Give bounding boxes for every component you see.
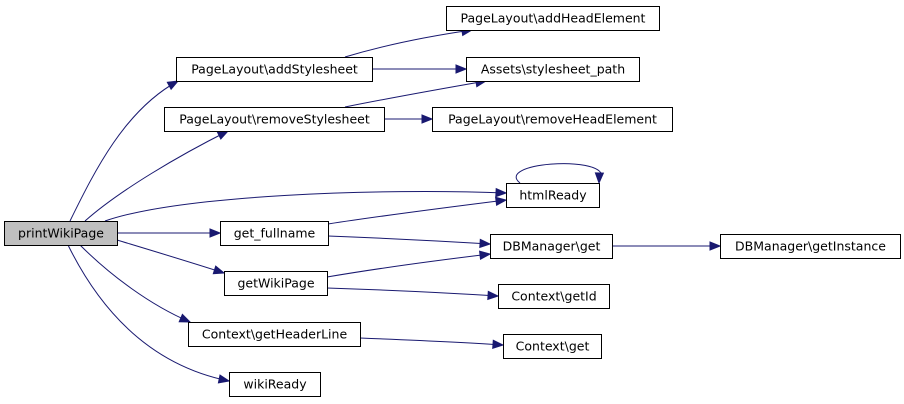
node-box[interactable]: [498, 284, 610, 309]
edge-arrowhead: [495, 196, 508, 206]
edge-arrowhead: [209, 228, 222, 238]
node-box[interactable]: [503, 334, 602, 359]
node-box[interactable]: [432, 107, 673, 132]
node-box[interactable]: [720, 234, 901, 259]
node-removeStylesheet[interactable]: PageLayout\removeStylesheet: [164, 107, 385, 132]
node-getWikiPage[interactable]: getWikiPage: [224, 271, 328, 296]
edge-addStylesheet-to-stylesheet_path: [372, 64, 468, 74]
node-printWikiPage[interactable]: printWikiPage: [4, 221, 118, 246]
node-box[interactable]: [506, 183, 600, 208]
edge-line: [515, 163, 603, 184]
node-label: DBManager\get: [503, 239, 601, 254]
node-label: wikiReady: [243, 377, 307, 392]
edge-line: [359, 337, 504, 346]
edge-arrowhead: [479, 250, 492, 260]
edge-printWikiPage-to-htmlReady: [104, 187, 508, 222]
edge-arrowhead: [166, 80, 180, 91]
node-ctxget[interactable]: Context\get: [503, 334, 602, 359]
node-removeHeadElement[interactable]: PageLayout\removeHeadElement: [432, 107, 673, 132]
edge-printWikiPage-to-addStylesheet: [69, 80, 180, 222]
edge-printWikiPage-to-getHeaderLine: [79, 244, 192, 323]
edge-line: [79, 244, 191, 323]
edge-printWikiPage-to-removeStylesheet: [84, 130, 230, 222]
node-label: printWikiPage: [18, 226, 104, 241]
node-htmlReady[interactable]: htmlReady: [506, 183, 600, 208]
edge-removeStylesheet-to-stylesheet_path: [344, 78, 488, 108]
node-label: DBManager\getInstance: [735, 239, 886, 254]
edge-line: [327, 199, 507, 225]
node-label: getWikiPage: [237, 276, 314, 291]
node-box[interactable]: [466, 57, 640, 82]
edge-arrowhead: [455, 64, 468, 74]
node-label: PageLayout\addStylesheet: [191, 62, 358, 77]
nodes-layer: printWikiPagePageLayout\addStylesheetPag…: [4, 6, 901, 397]
node-box[interactable]: [220, 221, 329, 246]
edge-arrowhead: [178, 313, 192, 323]
node-getId[interactable]: Context\getId: [498, 284, 610, 309]
edge-arrowhead: [594, 172, 605, 185]
edge-arrowhead: [217, 374, 231, 384]
edge-htmlReady-to-htmlReady: [515, 163, 605, 185]
edge-line: [69, 80, 179, 222]
node-getInstance[interactable]: DBManager\getInstance: [720, 234, 901, 259]
node-box[interactable]: [229, 372, 321, 397]
edge-line: [104, 190, 507, 222]
edge-printWikiPage-to-get_fullname: [117, 228, 222, 238]
edge-line: [116, 239, 225, 274]
node-label: Context\getHeaderLine: [202, 327, 348, 342]
edge-get_fullname-to-dbget: [327, 235, 492, 249]
node-wikiReady[interactable]: wikiReady: [229, 372, 321, 397]
node-box[interactable]: [4, 221, 118, 246]
node-label: Context\get: [516, 339, 590, 354]
edge-arrowhead: [421, 114, 434, 124]
edge-line: [84, 130, 229, 222]
node-label: PageLayout\removeHeadElement: [448, 112, 657, 127]
edge-arrowhead: [709, 241, 722, 251]
node-get_fullname[interactable]: get_fullname: [220, 221, 329, 246]
node-addStylesheet[interactable]: PageLayout\addStylesheet: [176, 57, 373, 82]
edge-addStylesheet-to-addHeadElement: [344, 26, 474, 58]
node-label: PageLayout\addHeadElement: [461, 11, 646, 26]
node-box[interactable]: [188, 322, 361, 347]
node-dbget[interactable]: DBManager\get: [490, 234, 613, 259]
node-box[interactable]: [164, 107, 385, 132]
edge-arrowhead: [492, 339, 505, 350]
edge-line: [67, 244, 230, 382]
edge-printWikiPage-to-getWikiPage: [116, 239, 226, 275]
edge-getHeaderLine-to-ctxget: [359, 337, 505, 350]
edge-line: [327, 235, 491, 245]
edge-get_fullname-to-htmlReady: [327, 196, 508, 225]
node-label: Context\getId: [511, 289, 596, 304]
edge-getWikiPage-to-dbget: [326, 250, 492, 278]
edges-layer: [67, 26, 722, 384]
edge-line: [326, 253, 491, 278]
edge-arrowhead: [487, 290, 500, 301]
edge-getWikiPage-to-getId: [326, 287, 500, 301]
node-stylesheet_path[interactable]: Assets\stylesheet_path: [466, 57, 640, 82]
edge-line: [326, 287, 499, 297]
node-label: Assets\stylesheet_path: [481, 62, 625, 77]
edge-line: [344, 80, 487, 108]
node-box[interactable]: [224, 271, 328, 296]
edge-dbget-to-getInstance: [612, 241, 722, 251]
node-getHeaderLine[interactable]: Context\getHeaderLine: [188, 322, 361, 347]
node-label: PageLayout\removeStylesheet: [179, 112, 370, 127]
edge-printWikiPage-to-wikiReady: [67, 244, 231, 384]
node-box[interactable]: [176, 57, 373, 82]
edge-line: [344, 29, 473, 58]
edge-arrowhead: [495, 187, 508, 198]
node-box[interactable]: [446, 6, 660, 31]
edge-removeStylesheet-to-removeHeadElement: [384, 114, 434, 124]
edge-arrowhead: [479, 238, 492, 249]
edge-arrowhead: [212, 265, 226, 275]
node-label: get_fullname: [234, 226, 316, 241]
edge-arrowhead: [216, 130, 230, 140]
node-box[interactable]: [490, 234, 613, 259]
node-addHeadElement[interactable]: PageLayout\addHeadElement: [446, 6, 660, 31]
node-label: htmlReady: [519, 188, 587, 203]
